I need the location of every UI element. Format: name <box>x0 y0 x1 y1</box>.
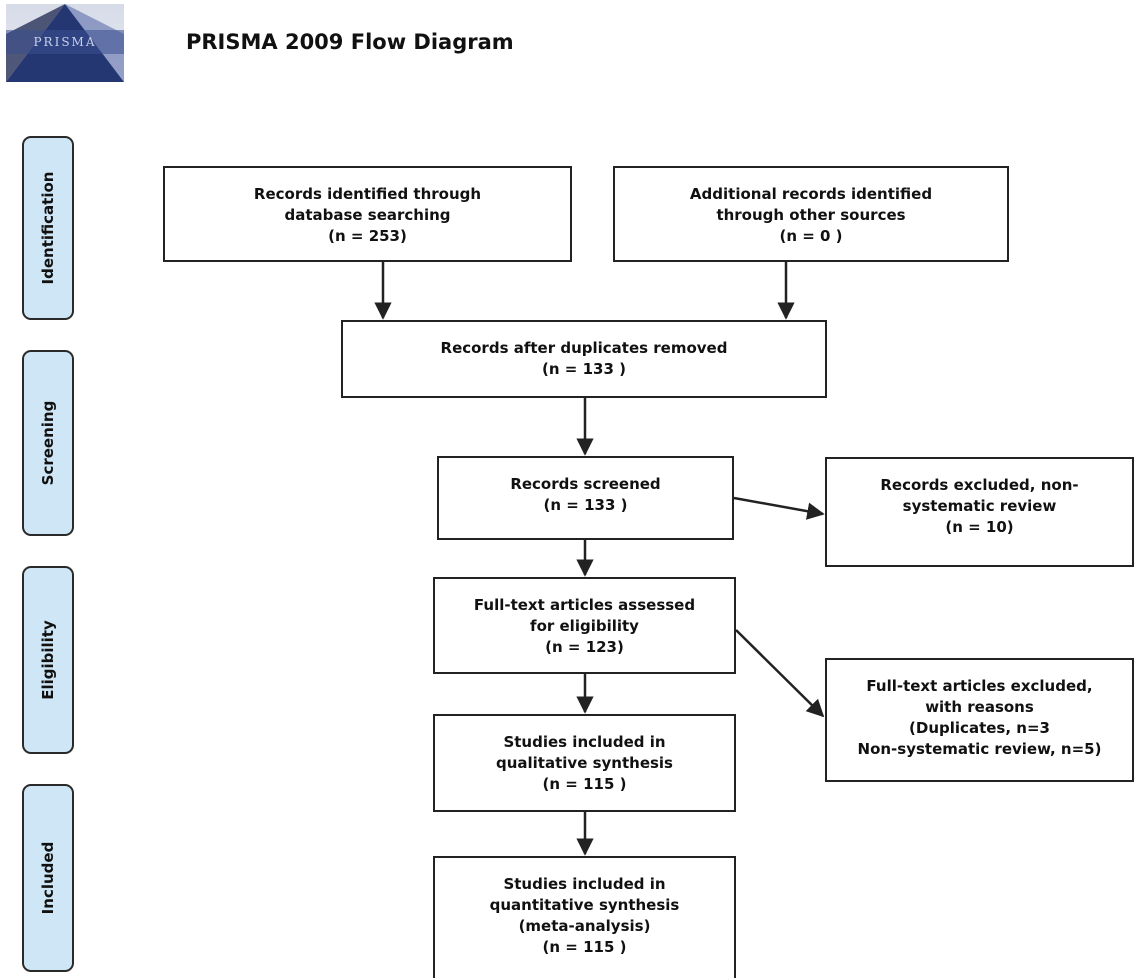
box-line: (n = 0 ) <box>779 227 843 245</box>
box-line: Studies included in <box>503 733 666 751</box>
box-line: (n = 253) <box>328 227 407 245</box>
box-line: Additional records identified <box>689 185 933 203</box>
box-fulltext-assessed: Full-text articles assessed for eligibil… <box>433 577 736 674</box>
box-line: for eligibility <box>530 617 639 635</box>
box-records-screened: Records screened (n = 133 ) <box>437 456 734 540</box>
box-qualitative-synthesis: Studies included in qualitative synthesi… <box>433 714 736 812</box>
stage-screening: Screening <box>22 350 74 536</box>
box-line: Studies included in <box>503 875 666 893</box>
box-line: (Duplicates, n=3 <box>909 719 1050 737</box>
box-duplicates-removed: Records after duplicates removed (n = 13… <box>341 320 827 398</box>
box-line: systematic review <box>902 497 1057 515</box>
box-records-excluded: Records excluded, non- systematic review… <box>825 457 1134 567</box>
box-line: Records excluded, non- <box>880 476 1079 494</box>
box-line: with reasons <box>925 698 1034 716</box>
box-line: Records screened <box>510 475 661 493</box>
stage-identification: Identification <box>22 136 74 320</box>
box-line: (n = 133 ) <box>542 360 626 378</box>
box-line: Full-text articles assessed <box>473 596 696 614</box>
box-line: qualitative synthesis <box>495 754 673 772</box>
box-line: Full-text articles excluded, <box>866 677 1093 695</box>
box-quantitative-synthesis: Studies included in quantitative synthes… <box>433 856 736 978</box>
box-line: (n = 115 ) <box>542 775 627 793</box>
stage-included: Included <box>22 784 74 972</box>
page-title: PRISMA 2009 Flow Diagram <box>186 30 514 54</box>
box-line: quantitative synthesis <box>489 896 680 914</box>
box-line: Records after duplicates removed <box>440 339 728 357</box>
box-line: (n = 133 ) <box>543 496 628 514</box>
box-line: (n = 123) <box>545 638 624 656</box>
box-line: Non-systematic review, n=5) <box>857 740 1102 758</box>
box-other-sources: Additional records identified through ot… <box>613 166 1009 262</box>
box-line: (meta-analysis) <box>518 917 651 935</box>
box-line: through other sources <box>716 206 906 224</box>
box-line: (n = 115 ) <box>542 938 627 956</box>
prisma-logo: PRISMA <box>6 4 124 82</box>
arrow-fulltext-to-excluded <box>735 629 825 718</box>
arrow-screened-to-excluded <box>733 496 825 520</box>
box-database-search: Records identified through database sear… <box>163 166 572 262</box>
box-line: (n = 10) <box>945 518 1014 536</box>
box-line: Records identified through <box>253 185 482 203</box>
logo-text: PRISMA <box>33 35 97 49</box>
box-line: database searching <box>284 206 451 224</box>
stage-eligibility: Eligibility <box>22 566 74 754</box>
box-fulltext-excluded: Full-text articles excluded, with reason… <box>825 658 1134 782</box>
